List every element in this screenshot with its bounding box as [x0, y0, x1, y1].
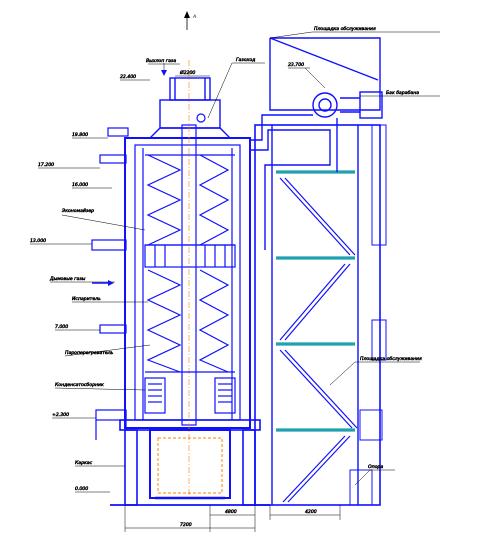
bottom-dimensions: 7200 4800 4200: [124, 505, 341, 532]
label-frame: Каркас: [75, 460, 93, 466]
coil-lower: [145, 269, 235, 373]
label-e0000: 0.000: [75, 486, 88, 492]
dimension-d2: 4800: [225, 509, 237, 515]
label-e17200: 17.200: [38, 162, 54, 168]
exhaust-stack: [148, 77, 232, 139]
label-platform-top: Площадка обслуживания: [314, 26, 376, 32]
dimension-d1: 7200: [180, 522, 192, 528]
foundation: [110, 419, 270, 506]
label-economizer: Экономайзер: [61, 208, 94, 214]
label-exhaust-pipe: Газоход: [236, 57, 255, 63]
label-e7000: 7.000: [55, 324, 68, 330]
label-tank: Бак барабана: [386, 90, 419, 96]
coil-middle: [144, 244, 236, 268]
right-stair-rail: [349, 124, 387, 506]
coil-upper: [145, 154, 235, 246]
label-exhaust: Выхлоп газа: [146, 58, 176, 64]
label-e16000: 16.000: [72, 182, 88, 188]
drum: [312, 91, 383, 119]
label-superheater: Пароперегреватель: [65, 350, 114, 356]
label-top-width: Ø2200: [179, 69, 195, 76]
label-flue-gas: Дымовые газы: [49, 276, 86, 282]
label-service-platform: Площадка обслуживания: [360, 356, 422, 362]
label-e23700: 23.700: [288, 62, 304, 68]
left-annotations: 22.400 19.800 17.200 16.000 Экономайзер …: [30, 74, 151, 493]
label-e13000: 13.000: [30, 238, 46, 244]
top-arrow: А: [184, 11, 196, 30]
top-marker-label: А: [192, 14, 196, 20]
label-e19800: 19.800: [72, 132, 88, 138]
burner-section: [144, 377, 236, 414]
label-condensate: Конденсатосборник: [55, 382, 104, 388]
furnace-column: [124, 60, 251, 500]
flue-gas-arrow: [92, 280, 114, 286]
right-annotations: Площадка обслуживания Опора: [329, 356, 422, 486]
stairs: [279, 177, 358, 503]
label-e22400: 22.400: [120, 74, 136, 80]
label-evaporator: Испаритель: [72, 296, 101, 302]
pipework: [250, 114, 338, 250]
label-support: Опора: [368, 464, 383, 470]
right-tower: [254, 37, 381, 506]
top-annotations: Выхлоп газа Ø2200 Газоход Площадка обслу…: [146, 26, 440, 119]
left-platforms: [91, 127, 129, 440]
service-platforms: [276, 170, 355, 432]
dimension-d3: 4200: [305, 509, 317, 515]
label-e2300: +2.300: [52, 412, 69, 418]
